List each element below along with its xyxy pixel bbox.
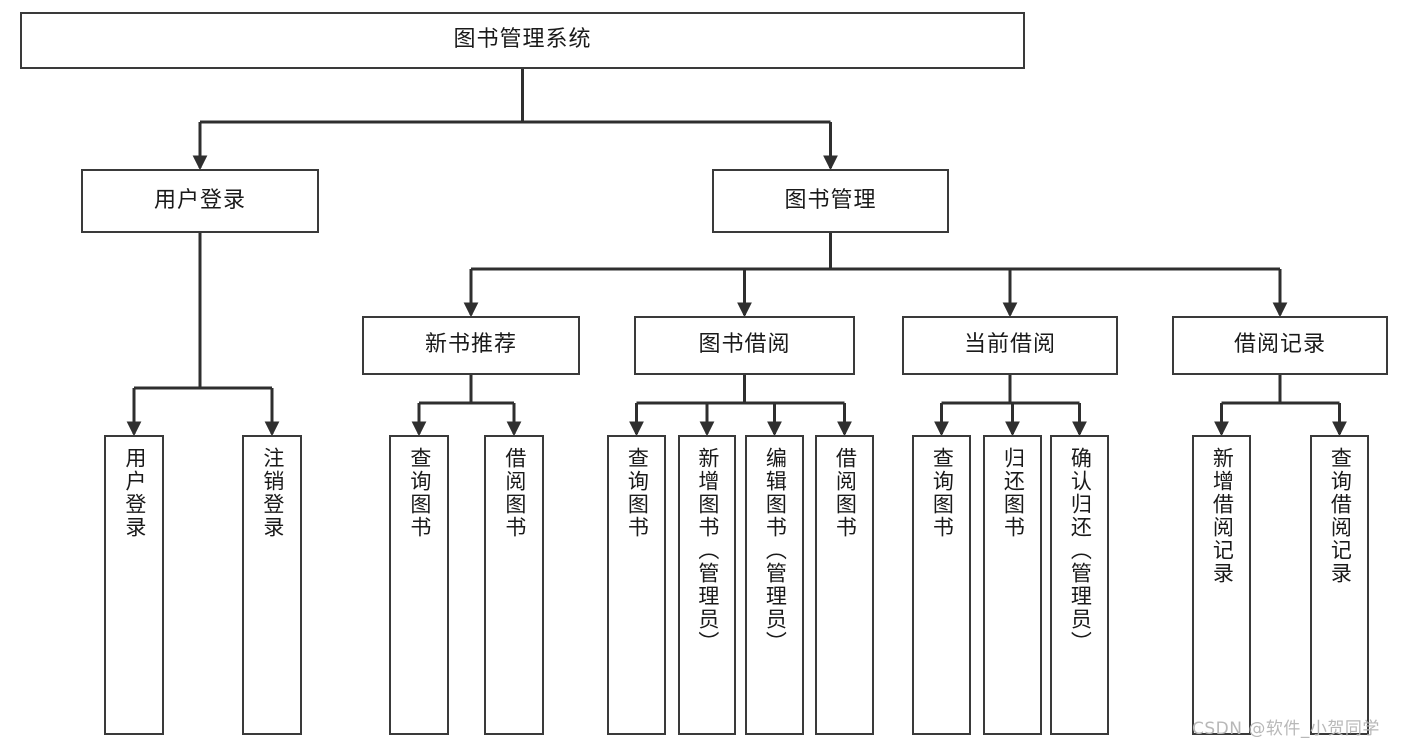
node-leaf-query-book-borrow[interactable]: 查询图书 [607,435,666,735]
node-label: 查询图书 [407,447,432,539]
node-new-book-recommend[interactable]: 新书推荐 [362,316,580,375]
node-leaf-query-book-current[interactable]: 查询图书 [912,435,971,735]
node-label: 借阅图书 [833,447,858,539]
node-label: 归还图书 [1001,447,1026,539]
node-label: 用户登录 [122,447,147,539]
node-leaf-edit-book-admin[interactable]: 编辑图书（管理员） [745,435,804,735]
node-root[interactable]: 图书管理系统 [20,12,1025,69]
node-label: 注销登录 [260,447,285,539]
node-label: 新增图书（管理员） [695,447,720,654]
node-label: 新增借阅记录 [1210,447,1235,585]
node-label: 查询借阅记录 [1328,447,1353,585]
node-label: 查询图书 [930,447,955,539]
node-borrow-record[interactable]: 借阅记录 [1172,316,1388,375]
node-leaf-add-borrow-record[interactable]: 新增借阅记录 [1192,435,1251,735]
node-leaf-return-book[interactable]: 归还图书 [983,435,1042,735]
node-label: 查询图书 [625,447,650,539]
node-current-borrow[interactable]: 当前借阅 [902,316,1118,375]
node-leaf-add-book-admin[interactable]: 新增图书（管理员） [678,435,736,735]
node-label: 借阅记录 [1233,332,1326,358]
node-leaf-borrow-book[interactable]: 借阅图书 [815,435,874,735]
node-book-borrow[interactable]: 图书借阅 [634,316,855,375]
node-leaf-borrow-book-rec[interactable]: 借阅图书 [484,435,544,735]
node-label: 当前借阅 [963,332,1056,358]
watermark-text: CSDN @软件_小贺同学 [1192,719,1380,739]
node-leaf-user-login[interactable]: 用户登录 [104,435,164,735]
node-leaf-query-book-rec[interactable]: 查询图书 [389,435,449,735]
node-label: 图书管理 [784,187,877,213]
node-label: 新书推荐 [424,332,517,358]
node-label: 图书管理系统 [453,27,592,53]
node-leaf-query-borrow-record[interactable]: 查询借阅记录 [1310,435,1369,735]
node-leaf-logout[interactable]: 注销登录 [242,435,302,735]
node-label: 编辑图书（管理员） [763,447,788,654]
node-label: 图书借阅 [698,332,791,358]
node-label: 借阅图书 [502,447,527,539]
node-label: 确认归还（管理员） [1068,447,1093,654]
node-label: 用户登录 [153,187,246,213]
node-book-management[interactable]: 图书管理 [712,169,949,233]
node-leaf-confirm-return-admin[interactable]: 确认归还（管理员） [1050,435,1109,735]
node-user-login[interactable]: 用户登录 [81,169,319,233]
